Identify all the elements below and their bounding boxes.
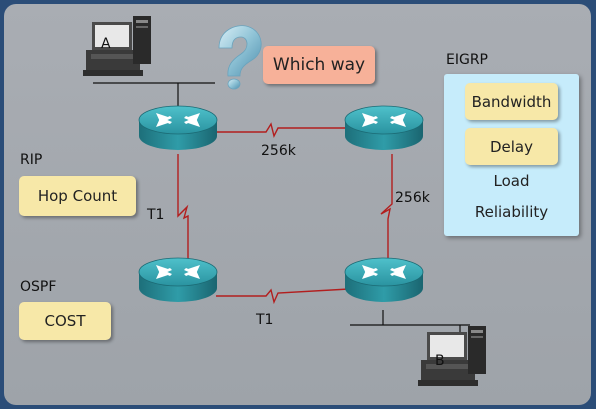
host-b-label: B bbox=[435, 353, 445, 369]
router-bottom-left bbox=[138, 257, 218, 303]
eigrp-metric-reliability: Reliability bbox=[474, 203, 549, 221]
router-bottom-right bbox=[344, 257, 424, 303]
ospf-metric-box: COST bbox=[19, 302, 111, 340]
rip-metric-box: Hop Count bbox=[19, 176, 136, 216]
link-label-bottom: T1 bbox=[256, 312, 274, 328]
link-top-256k bbox=[216, 122, 349, 139]
link-label-top: 256k bbox=[261, 143, 296, 159]
eigrp-metric-bandwidth: Bandwidth bbox=[465, 83, 558, 120]
eigrp-metrics-panel: Bandwidth Delay Load Reliability bbox=[444, 74, 579, 236]
link-right-256k bbox=[380, 154, 393, 260]
host-a-label: A bbox=[101, 36, 111, 52]
ospf-label: OSPF bbox=[20, 279, 57, 295]
network-diagram: A B bbox=[83, 16, 486, 386]
diagram-stage: A B Which way 256k 256k T1 T1 RIP Hop Co… bbox=[4, 4, 591, 405]
question-mark-icon bbox=[218, 25, 262, 90]
link-label-right: 256k bbox=[395, 190, 430, 206]
router-top-right bbox=[344, 105, 424, 151]
host-b-computer bbox=[418, 326, 486, 386]
link-left-t1 bbox=[177, 154, 189, 259]
question-callout: Which way bbox=[263, 46, 375, 84]
links bbox=[177, 122, 393, 305]
link-bottom-t1 bbox=[216, 288, 350, 305]
link-label-left: T1 bbox=[147, 207, 165, 223]
eigrp-metric-delay: Delay bbox=[465, 128, 558, 165]
host-a-computer bbox=[83, 16, 151, 76]
router-top-left bbox=[138, 105, 218, 151]
rip-label: RIP bbox=[20, 152, 43, 168]
eigrp-metric-load: Load bbox=[493, 172, 530, 190]
eigrp-label: EIGRP bbox=[446, 52, 488, 68]
